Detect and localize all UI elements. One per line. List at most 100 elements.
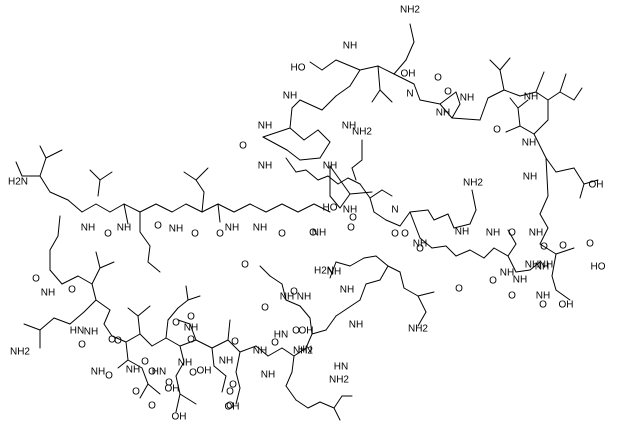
atom-label: O	[444, 87, 452, 98]
atom-label: NH	[522, 138, 536, 149]
bond-line	[281, 283, 287, 301]
bond-line	[379, 89, 393, 103]
bond-line	[259, 265, 271, 277]
bond-line	[291, 99, 301, 109]
bond-line	[559, 73, 567, 93]
bond-line	[295, 169, 307, 173]
bond-line	[57, 215, 61, 237]
bond-line	[347, 177, 361, 185]
bond-line	[117, 359, 129, 369]
atom-label: NH	[219, 356, 233, 367]
bond-line	[515, 269, 531, 273]
bond-line	[359, 65, 379, 71]
bond-line	[445, 245, 457, 257]
atom-label: NH	[340, 285, 354, 296]
bond-line	[123, 203, 129, 225]
bond-line	[235, 387, 241, 405]
atom-label: O	[489, 276, 497, 287]
atom-label: NH2	[293, 346, 313, 357]
bond-line	[293, 347, 307, 357]
bond-line	[269, 275, 283, 285]
bond-line	[67, 199, 83, 213]
atom-label: O	[391, 229, 399, 240]
bond-line	[517, 99, 529, 109]
atom-label: HN	[274, 330, 288, 341]
bond-line	[95, 251, 101, 269]
bond-line	[39, 157, 47, 177]
bond-line	[291, 355, 295, 373]
bond-line	[177, 319, 191, 325]
bond-line	[365, 279, 381, 285]
bond-line	[185, 285, 189, 301]
atom-label: O	[347, 223, 355, 234]
bond-line	[377, 65, 395, 75]
bond-line	[439, 103, 453, 119]
bond-line	[351, 167, 357, 181]
atom-label: OH	[225, 402, 240, 413]
bond-line	[307, 401, 321, 409]
bond-line	[317, 175, 329, 181]
bond-line	[211, 347, 215, 367]
atom-label: H2N	[314, 266, 334, 277]
atom-label: O	[191, 229, 199, 240]
bond-line	[179, 393, 197, 405]
atom-label: O	[216, 229, 224, 240]
atom-label: O	[172, 318, 180, 329]
bond-line	[329, 165, 341, 181]
atom-label: NH	[536, 291, 550, 302]
atom-label: NH	[500, 268, 514, 279]
atom-label: OH	[299, 326, 314, 337]
bond-line	[487, 89, 505, 99]
bond-line	[419, 99, 441, 105]
bond-line	[201, 191, 205, 213]
bond-line	[91, 267, 101, 285]
bond-line	[127, 307, 139, 317]
bond-line	[409, 209, 429, 213]
atom-label: O	[141, 357, 149, 368]
bond-line	[505, 125, 521, 133]
bond-line	[545, 157, 557, 173]
atom-label: O	[132, 387, 140, 398]
bond-line	[49, 235, 59, 251]
atom-label: NH	[283, 91, 297, 102]
bond-line	[379, 265, 389, 281]
atom-label: OH	[165, 384, 180, 395]
bond-line	[125, 341, 129, 361]
bond-line	[493, 247, 509, 257]
bond-line	[417, 295, 427, 313]
bond-line	[262, 136, 288, 151]
atom-label: O	[68, 285, 76, 296]
atom-label: NH	[535, 262, 549, 273]
atom-label: NH	[225, 223, 239, 234]
bond-line	[39, 175, 51, 193]
bond-line	[319, 401, 335, 409]
bond-line	[77, 275, 93, 285]
atom-label: O	[455, 284, 463, 295]
atom-label: NH	[343, 205, 357, 216]
atom-label: O	[493, 125, 501, 136]
atom-label: NH	[327, 267, 341, 278]
bond-line	[573, 87, 583, 101]
bond-line	[109, 203, 125, 213]
bond-line	[139, 203, 157, 213]
bond-line	[349, 257, 365, 267]
bond-line	[23, 323, 41, 331]
atom-label: NH	[486, 228, 500, 239]
bond-line	[227, 319, 231, 341]
atom-label: O	[226, 401, 234, 412]
bond-line	[103, 323, 113, 337]
bond-line	[137, 315, 141, 335]
bond-line	[99, 171, 113, 181]
bond-line	[15, 161, 23, 177]
bond-line	[349, 69, 361, 87]
bond-line	[329, 195, 341, 209]
bond-line	[285, 385, 297, 401]
atom-label: NH	[524, 92, 538, 103]
atom-label: NH2	[400, 5, 420, 16]
atom-label: NH	[525, 260, 539, 271]
bond-line	[233, 203, 251, 213]
atom-label: NH	[460, 93, 474, 104]
bond-line	[393, 73, 415, 85]
bond-line	[45, 149, 63, 159]
atom-label: O	[226, 387, 234, 398]
